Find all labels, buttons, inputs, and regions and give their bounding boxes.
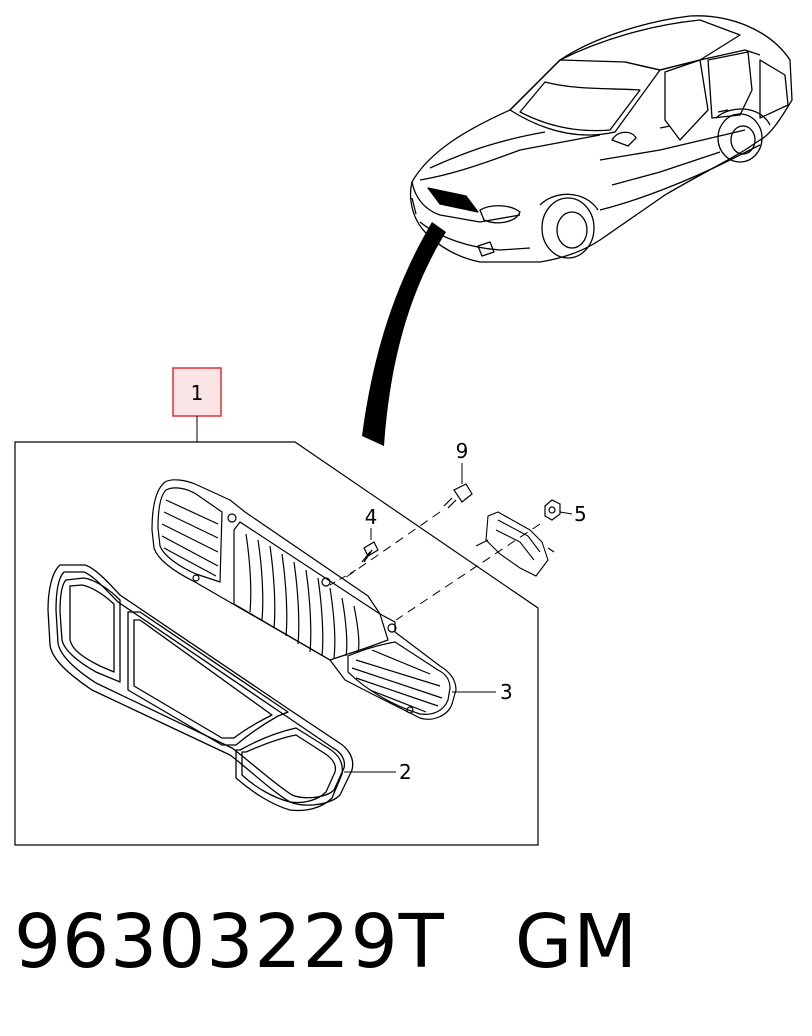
callout-4-label: 4 — [365, 505, 378, 529]
callout-1-label: 1 — [191, 381, 204, 405]
part-3-grille-insert — [151, 479, 457, 720]
part-4-screw — [329, 528, 379, 586]
car-illustration — [409, 15, 793, 263]
assembly-frame — [14, 441, 539, 846]
part-9-bolt — [341, 463, 473, 581]
callout-5-label: 5 — [574, 502, 587, 526]
part-5-nut — [395, 499, 573, 621]
callout-box-1: 1 — [172, 367, 222, 442]
body-bracket — [475, 511, 555, 577]
part-number: 96303229T — [14, 899, 445, 985]
location-pointer-arrow — [362, 222, 446, 446]
callout-2-label: 2 — [399, 760, 412, 784]
part-2-grille-surround — [47, 564, 354, 812]
callout-9-label: 9 — [456, 439, 469, 463]
brand-name: GM — [514, 899, 639, 985]
callout-3-label: 3 — [500, 680, 513, 704]
